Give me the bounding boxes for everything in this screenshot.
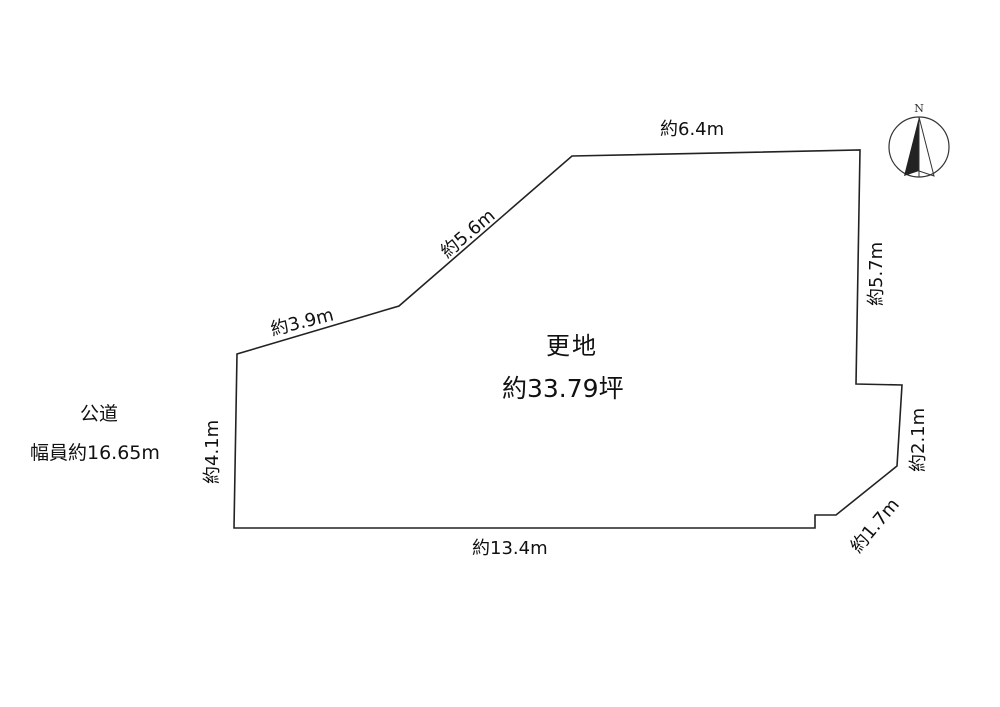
road-type-label: 公道 [80,403,119,425]
dimension-bottom: 約13.4m [472,538,548,559]
north-label: N [914,102,924,115]
road-width-label: 幅員約16.65m [30,442,160,464]
dimension-top: 約6.4m [660,119,725,140]
lot-boundary [233,149,903,529]
land-area-label: 約33.79坪 [502,374,624,403]
dimension-right-upper: 約5.7m [866,241,887,306]
dimension-left: 約4.1m [202,419,223,484]
dimension-right-lower: 約2.1m [908,407,929,472]
land-type-label: 更地 [546,332,598,360]
north-compass-icon: N [888,102,950,178]
